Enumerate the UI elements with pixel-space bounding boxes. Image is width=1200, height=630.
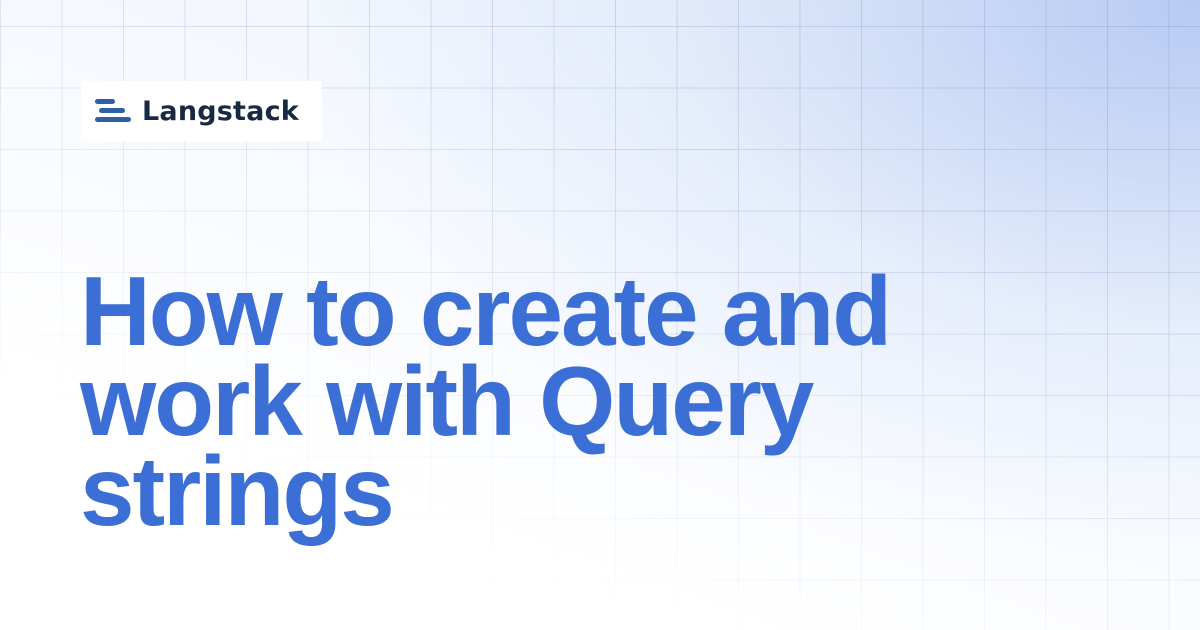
page-title: How to create and work with Query string… xyxy=(80,256,892,546)
brand-logo: Langstack xyxy=(81,81,322,141)
stacked-lines-logo-icon xyxy=(95,99,131,122)
brand-name: Langstack xyxy=(142,95,299,127)
